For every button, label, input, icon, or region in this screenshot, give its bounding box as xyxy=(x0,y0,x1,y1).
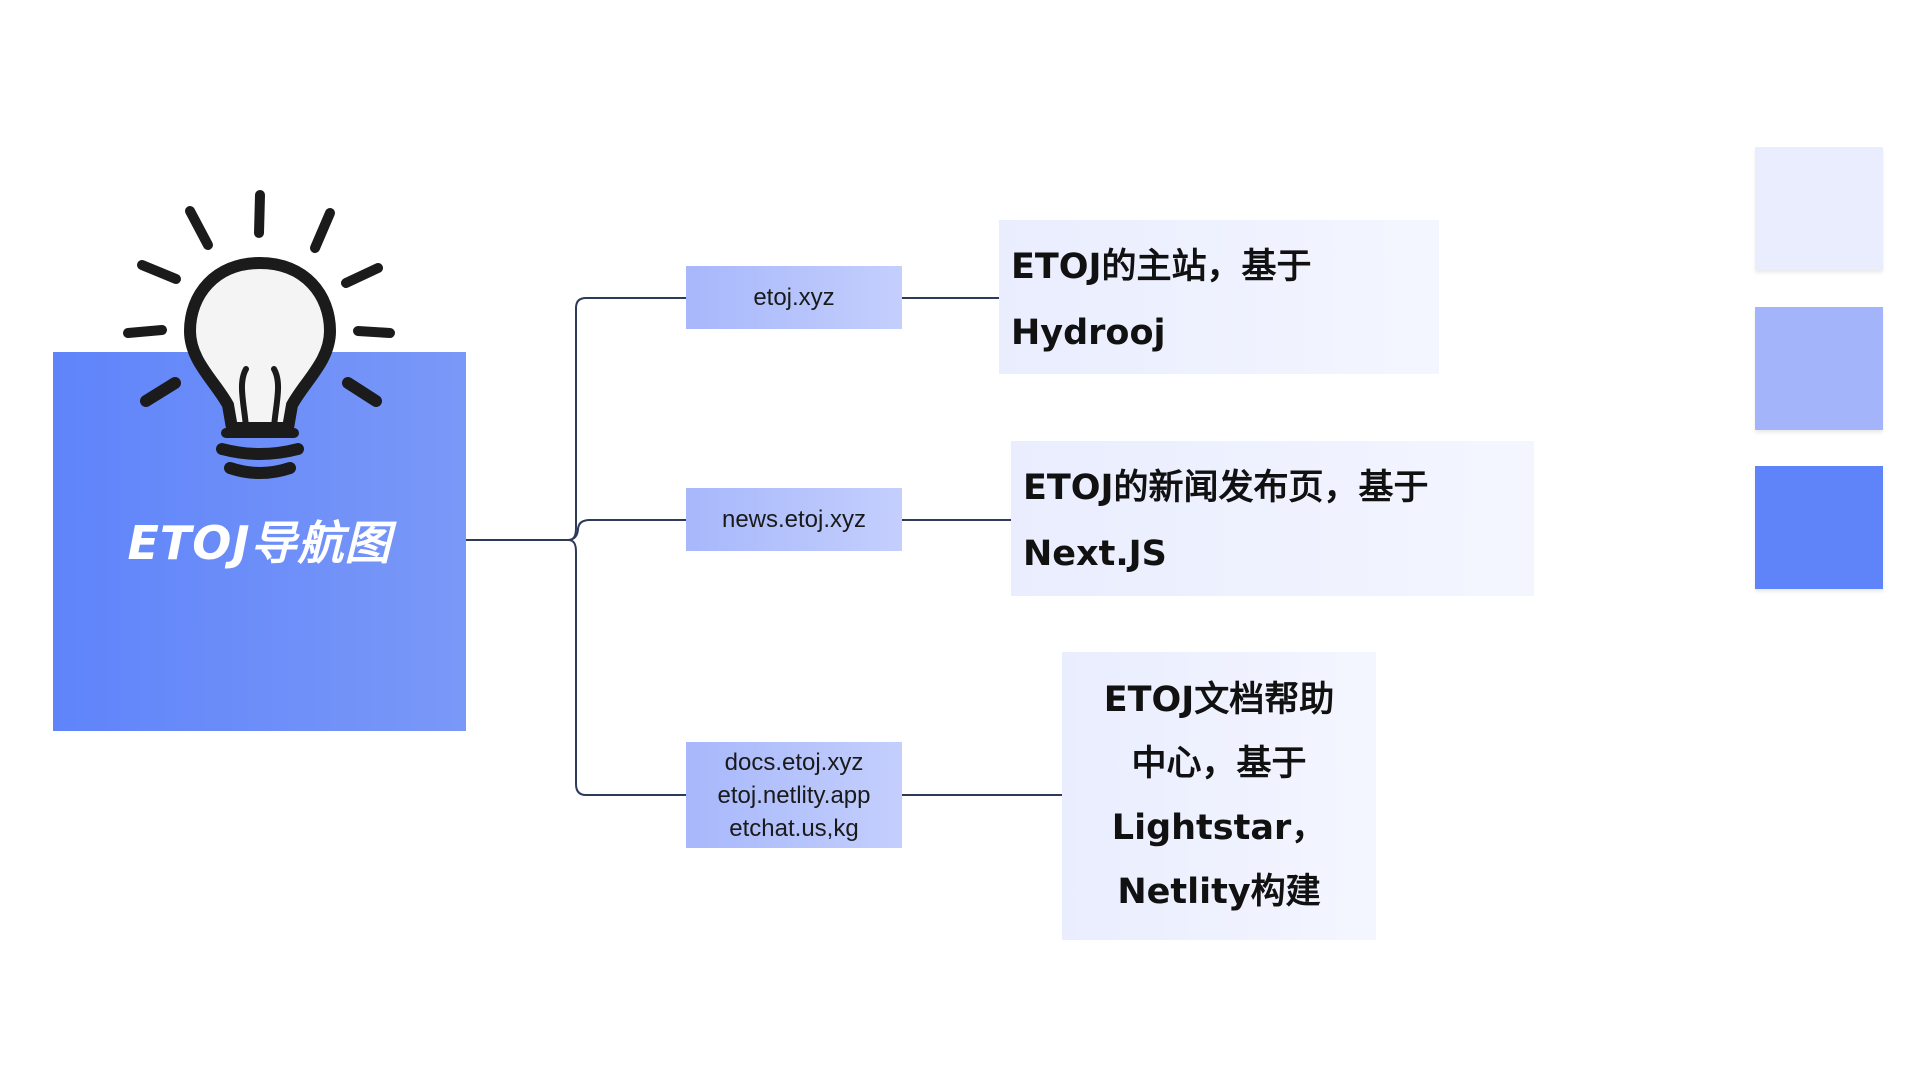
description-line: Next.JS xyxy=(1023,534,1167,574)
description-node-main[interactable]: ETOJ的主站，基于 Hydrooj xyxy=(999,220,1439,374)
description-line: ETOJ文档帮助 xyxy=(1103,680,1335,720)
domain-label: etoj.xyz xyxy=(753,284,835,311)
domain-node-docs[interactable]: docs.etoj.xyz etoj.netlity.app etchat.us… xyxy=(686,742,902,848)
branch-connector-news xyxy=(567,519,686,541)
description-line: ETOJ的主站，基于 xyxy=(1011,247,1312,287)
description-line: Hydrooj xyxy=(1011,313,1166,353)
domain-label: etchat.us,kg xyxy=(729,814,859,842)
central-topic[interactable]: ETOJ导航图 xyxy=(53,352,466,731)
domain-node-news[interactable]: news.etoj.xyz xyxy=(686,488,902,551)
domain-label: docs.etoj.xyz xyxy=(724,748,864,776)
description-node-news[interactable]: ETOJ的新闻发布页，基于 Next.JS xyxy=(1011,441,1534,596)
color-swatch-light[interactable] xyxy=(1755,147,1883,270)
lightbulb-icon xyxy=(123,190,395,479)
central-topic-title: ETOJ导航图 xyxy=(127,516,392,570)
description-line: Netlity构建 xyxy=(1117,872,1321,912)
branch-connector-main xyxy=(567,297,686,541)
description-line: 中心，基于 xyxy=(1131,744,1307,784)
description-node-docs[interactable]: ETOJ文档帮助 中心，基于 Lightstar， Netlity构建 xyxy=(1062,652,1376,940)
description-line: ETOJ的新闻发布页，基于 xyxy=(1023,468,1429,508)
description-line: Lightstar， xyxy=(1111,808,1327,848)
domain-node-main[interactable]: etoj.xyz xyxy=(686,266,902,329)
domain-label: etoj.netlity.app xyxy=(717,781,871,809)
color-swatch-dark[interactable] xyxy=(1755,466,1883,589)
color-swatch-medium[interactable] xyxy=(1755,307,1883,430)
domain-label: news.etoj.xyz xyxy=(721,506,867,533)
branch-connector-docs xyxy=(567,539,686,796)
